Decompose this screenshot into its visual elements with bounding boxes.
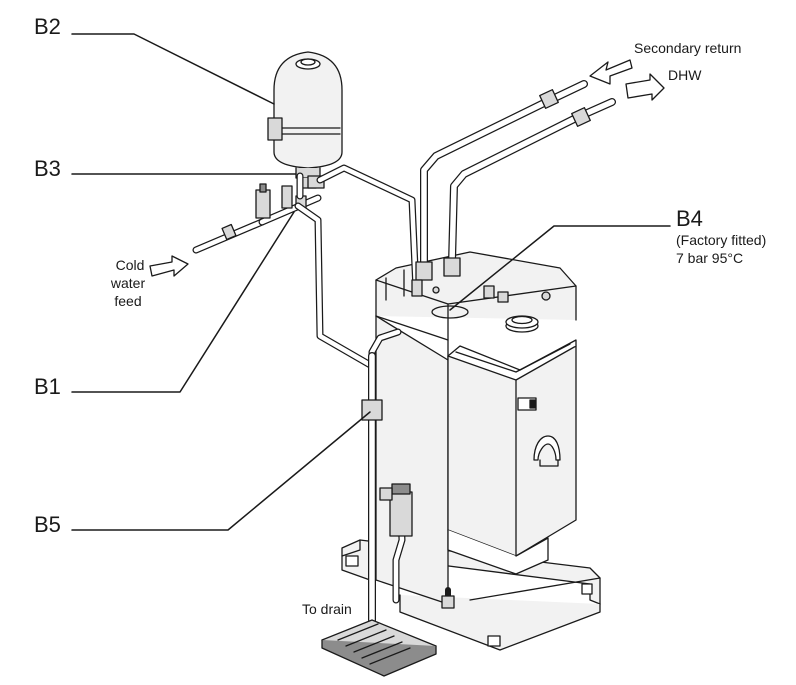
label-b5: B5 xyxy=(34,512,61,537)
drain-grate xyxy=(321,619,437,677)
label-b4-note-1: (Factory fitted) xyxy=(676,232,766,248)
label-cold-water-feed-2: water xyxy=(110,275,146,291)
label-b2: B2 xyxy=(34,14,61,39)
expansion-vessel xyxy=(267,51,343,189)
label-cold-water-feed-1: Cold xyxy=(116,257,145,273)
cold-feed-pipework xyxy=(192,164,420,370)
leader-b1 xyxy=(71,211,295,393)
label-b4: B4 xyxy=(676,206,703,231)
dhw-pipework xyxy=(411,80,616,297)
label-b1: B1 xyxy=(34,374,61,399)
label-secondary-return: Secondary return xyxy=(634,40,741,56)
leader-b5 xyxy=(71,411,371,531)
drain-pipework xyxy=(361,352,455,624)
secondary-return-arrow xyxy=(589,59,633,85)
label-b3: B3 xyxy=(34,156,61,181)
boiler-casing xyxy=(447,339,577,575)
label-to-drain: To drain xyxy=(302,601,352,617)
leader-b4 xyxy=(449,225,671,311)
leader-lines xyxy=(71,33,671,531)
cold-feed-arrow xyxy=(149,255,189,277)
dhw-arrow xyxy=(625,73,665,101)
flow-arrows xyxy=(149,59,665,277)
label-cold-water-feed-3: feed xyxy=(114,293,141,309)
leader-b2 xyxy=(71,33,275,105)
label-b4-note-2: 7 bar 95°C xyxy=(676,250,743,266)
label-dhw: DHW xyxy=(668,67,702,83)
